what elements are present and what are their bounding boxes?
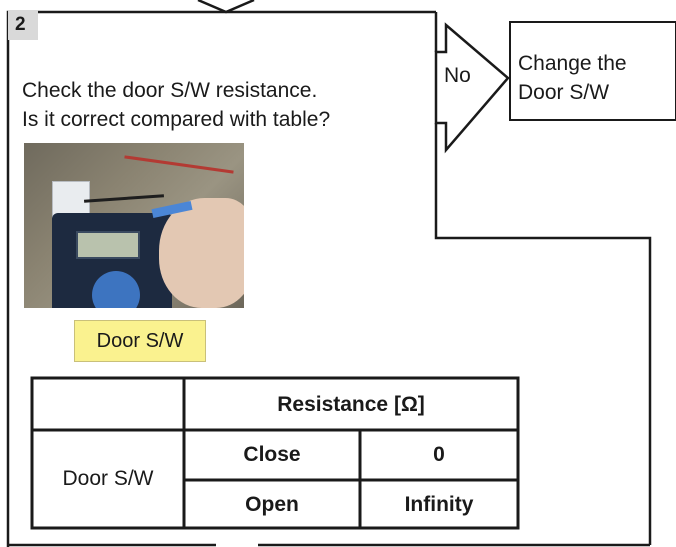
no-branch-label: No bbox=[444, 64, 471, 87]
table-value-close: 0 bbox=[433, 443, 445, 466]
red-wire bbox=[124, 155, 234, 174]
table-state-open: Open bbox=[245, 493, 299, 516]
table-header-resistance: Resistance [Ω] bbox=[277, 393, 425, 416]
table-value-open: Infinity bbox=[404, 493, 474, 516]
multimeter-dial bbox=[92, 271, 140, 308]
question-line-1: Check the door S/W resistance. bbox=[22, 79, 318, 102]
action-line-1: Change the bbox=[518, 52, 627, 75]
photo-caption: Door S/W bbox=[74, 320, 206, 362]
hand bbox=[159, 198, 244, 308]
action-line-2: Door S/W bbox=[518, 81, 610, 104]
question-text: Check the door S/W resistance. Is it cor… bbox=[22, 76, 330, 134]
action-text: Change the Door S/W bbox=[518, 49, 627, 107]
resistance-table bbox=[30, 376, 520, 530]
incoming-arrow bbox=[197, 0, 255, 14]
step-number-badge: 2 bbox=[8, 10, 38, 40]
multimeter-photo bbox=[24, 143, 244, 308]
no-arrow bbox=[434, 22, 510, 154]
black-wire bbox=[83, 194, 165, 203]
multimeter-screen bbox=[76, 231, 140, 259]
step-box-right-lower bbox=[434, 123, 652, 545]
question-line-2: Is it correct compared with table? bbox=[22, 108, 331, 131]
action-box bbox=[509, 21, 676, 121]
table-row-label: Door S/W bbox=[62, 467, 154, 490]
table-state-close: Close bbox=[243, 443, 301, 466]
